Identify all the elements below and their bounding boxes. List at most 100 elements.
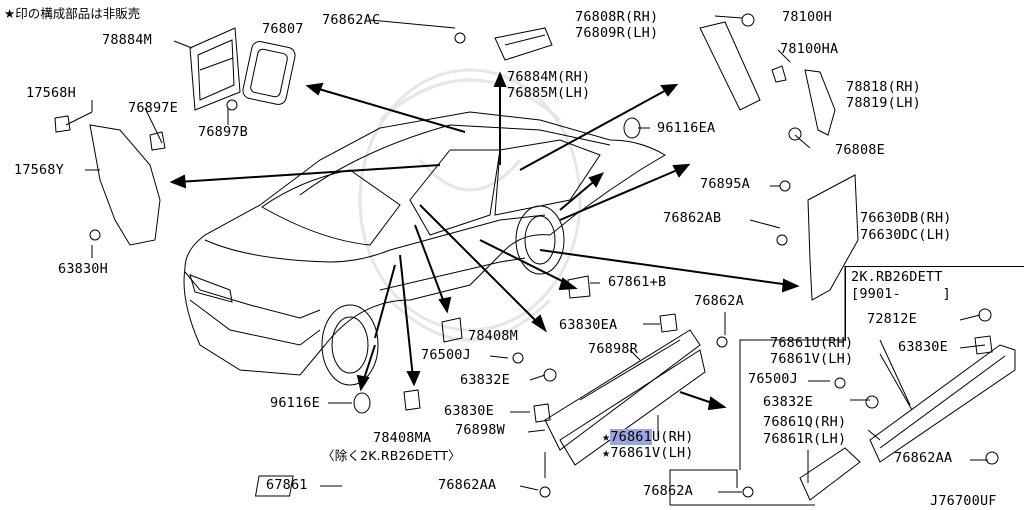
label-76885M[interactable]: 76885M(LH) <box>507 85 591 101</box>
part-76862AA <box>539 486 551 498</box>
front-wheel-inner <box>331 316 369 374</box>
label-76862AC[interactable]: 76862AC <box>322 12 381 28</box>
label-76500J[interactable]: 76500J <box>421 347 471 363</box>
roof-line <box>299 124 611 196</box>
part-76861U-sill <box>559 349 706 466</box>
label-96116EA[interactable]: 96116EA <box>657 120 716 136</box>
part-78100HA <box>771 65 787 83</box>
label-63832E[interactable]: 63832E <box>460 372 510 388</box>
label-76862AA[interactable]: 76862AA <box>438 477 497 493</box>
part-76897B <box>226 99 238 111</box>
part-76898R-sill <box>544 329 701 451</box>
label-inset-76862AA[interactable]: 76862AA <box>894 450 953 466</box>
label-76884M[interactable]: 76884M(RH) <box>507 69 591 85</box>
label-67861[interactable]: 67861 <box>266 477 308 493</box>
part-96116EA <box>623 117 641 139</box>
label-78818[interactable]: 78818(RH) <box>846 79 921 95</box>
part-17568H <box>54 115 71 133</box>
part-76862AB <box>776 234 788 246</box>
label-63830E[interactable]: 63830E <box>444 403 494 419</box>
label-78408MA[interactable]: 78408MA <box>373 430 432 446</box>
diagram-id: J76700UF <box>930 493 997 509</box>
part-76895A <box>779 180 791 192</box>
label-76808E[interactable]: 76808E <box>835 142 885 158</box>
label-76862AB[interactable]: 76862AB <box>663 210 722 226</box>
part-i63830E <box>974 335 993 355</box>
watermark <box>358 68 582 342</box>
label-76898W[interactable]: 76898W <box>455 422 505 438</box>
part-76630DB <box>807 174 859 301</box>
part-78818 <box>804 69 836 136</box>
label-inset-76861U[interactable]: 76861U(RH) <box>770 335 854 351</box>
inset-box <box>845 266 1024 341</box>
part-78408M <box>441 317 463 343</box>
inset-title: 2K.RB26DETT <box>851 269 943 285</box>
label-76861V[interactable]: ★76861V(LH) <box>602 445 694 461</box>
grille <box>184 271 321 319</box>
label-inset-76861V[interactable]: 76861V(LH) <box>770 351 854 367</box>
part-76884M <box>494 27 553 61</box>
label-96116E[interactable]: 96116E <box>270 395 320 411</box>
label-78408MA-note: 〈除く2K.RB26DETT〉 <box>322 448 461 463</box>
part-i76862A <box>742 486 754 498</box>
label-78884M[interactable]: 78884M <box>102 32 152 48</box>
part-i76861U-sill <box>869 344 1016 463</box>
label-63830H[interactable]: 63830H <box>58 261 108 277</box>
label-76808R[interactable]: 76808R(RH) <box>575 9 659 25</box>
part-72812E <box>978 308 992 322</box>
part-i76500J <box>834 377 846 389</box>
part-17568Y <box>89 124 161 246</box>
label-78408M[interactable]: 78408M <box>468 328 518 344</box>
part-76808R <box>699 21 761 111</box>
part-76862A <box>716 336 728 348</box>
part-76807 <box>242 41 296 105</box>
label-76862A[interactable]: 76862A <box>694 293 744 309</box>
parts <box>54 13 1016 501</box>
part-63830E <box>533 403 551 423</box>
label-76809R[interactable]: 76809R(LH) <box>575 25 659 41</box>
label-76897E[interactable]: 76897E <box>128 100 178 116</box>
label-76895A[interactable]: 76895A <box>700 176 750 192</box>
label-78100H[interactable]: 78100H <box>782 9 832 25</box>
label-76630DB[interactable]: 76630DB(RH) <box>860 210 952 226</box>
label-17568Y[interactable]: 17568Y <box>14 162 64 178</box>
car-body <box>183 111 666 386</box>
front-wheel <box>321 304 379 386</box>
label-76861U-highlight: 76861 <box>610 429 652 445</box>
label-inset-76861Q[interactable]: 76861Q(RH) <box>763 414 847 430</box>
label-78819[interactable]: 78819(LH) <box>846 95 921 111</box>
part-63830H <box>89 229 101 241</box>
label-76630DC[interactable]: 76630DC(LH) <box>860 227 952 243</box>
label-76898R[interactable]: 76898R <box>588 341 638 357</box>
part-96116E <box>353 392 371 414</box>
part-63830EA <box>659 313 678 333</box>
label-76897B[interactable]: 76897B <box>198 124 248 140</box>
part-63832E <box>543 368 557 382</box>
star-mark: ★ <box>602 429 611 445</box>
label-inset-63832E[interactable]: 63832E <box>763 394 813 410</box>
headlight <box>189 274 233 303</box>
side-window-rear <box>494 139 601 216</box>
label-63830EA[interactable]: 63830EA <box>559 317 618 333</box>
rear-wheel <box>515 205 565 275</box>
part-76862AC <box>454 32 466 44</box>
part-i63832E <box>865 395 879 409</box>
leader-arrows <box>169 71 800 411</box>
label-inset-63830E[interactable]: 63830E <box>898 339 948 355</box>
non-sale-note: ★印の構成部品は非販売 <box>4 6 141 21</box>
label-67861B[interactable]: 67861+B <box>608 274 667 290</box>
label-inset-76862A[interactable]: 76862A <box>643 483 693 499</box>
label-76861U[interactable]: ★76861U(RH) <box>602 429 694 445</box>
part-76897E <box>149 131 166 151</box>
label-17568H[interactable]: 17568H <box>26 85 76 101</box>
label-76807[interactable]: 76807 <box>262 21 304 37</box>
hood-line <box>204 239 391 263</box>
part-76500J <box>512 352 524 364</box>
door-line <box>389 214 546 251</box>
label-78100HA[interactable]: 78100HA <box>780 41 839 57</box>
label-inset-76500J[interactable]: 76500J <box>748 371 798 387</box>
label-inset-76861R[interactable]: 76861R(LH) <box>763 431 847 447</box>
label-72812E[interactable]: 72812E <box>867 311 917 327</box>
rear-wheel-inner <box>524 215 556 265</box>
